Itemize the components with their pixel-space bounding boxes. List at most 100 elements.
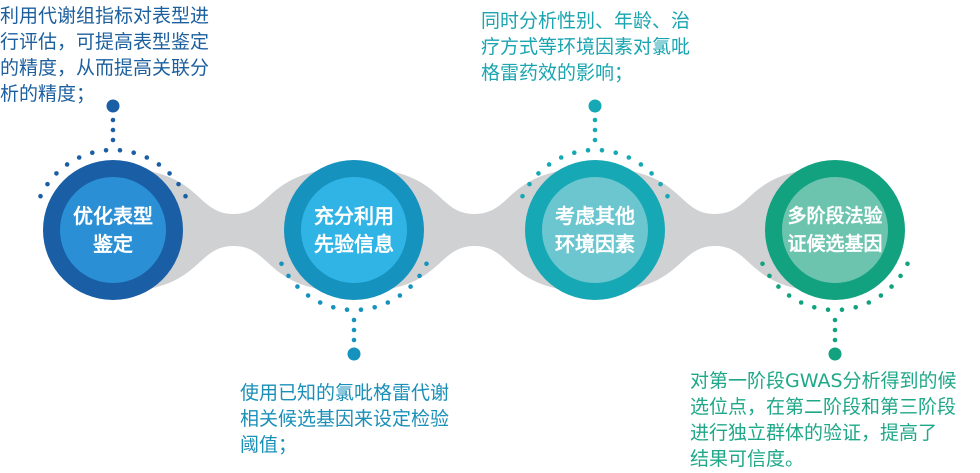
end-dot [828, 347, 842, 361]
title-line: 环境因素 [555, 232, 635, 256]
step-inner-circle [782, 177, 888, 283]
line-dot [110, 117, 116, 123]
arc-dot [64, 162, 70, 167]
title-line: 证候选基因 [787, 233, 883, 255]
line-dot [351, 327, 357, 333]
note-line: 对第一阶段GWAS分析得到的候 [690, 370, 957, 392]
line-dot [592, 137, 598, 143]
arc-dot [305, 293, 311, 298]
title-line: 先验信息 [314, 232, 394, 256]
step-inner-circle [301, 177, 407, 283]
arc-dot [558, 155, 564, 160]
title-line: 多阶段法验 [787, 205, 883, 227]
arc-dot [585, 148, 591, 153]
arc-dot [878, 293, 884, 298]
step-inner-circle [542, 177, 648, 283]
title-line: 充分利用 [314, 204, 394, 228]
line-dot [832, 317, 838, 323]
arc-dot [279, 261, 284, 267]
step-inner-circle [60, 177, 166, 283]
note-line: 的精度，从而提高关联分 [0, 57, 210, 79]
arc-dot [397, 293, 403, 298]
line-dot [592, 127, 598, 133]
arc-dot [167, 171, 172, 176]
note-line: 阈值； [240, 434, 298, 456]
step-2-title: 充分利用 先验信息 [294, 202, 414, 258]
line-dot [832, 327, 838, 333]
arc-dot [811, 304, 817, 310]
arc-dot [665, 193, 670, 199]
arc-dot [372, 304, 378, 310]
note-line: 利用代谢组指标对表型进 [0, 5, 210, 27]
end-dot [347, 347, 361, 361]
arc-dot [760, 261, 765, 267]
arc-dot [385, 300, 391, 305]
arc-dot [767, 273, 772, 279]
arc-dot [103, 148, 109, 153]
arc-dot [638, 162, 644, 167]
arc-dot [54, 171, 59, 176]
note-line: 结果可信度。 [690, 448, 805, 470]
arc-dot [866, 300, 872, 305]
arc-dot [89, 150, 95, 156]
arc-dot [408, 284, 413, 289]
arc-dot [286, 273, 291, 279]
arc-dot [45, 181, 50, 187]
arc-dot [571, 150, 577, 156]
arc-dot [786, 293, 792, 298]
line-dot [110, 137, 116, 143]
arc-dot [527, 181, 532, 187]
arc-dot [599, 148, 605, 153]
arc-dot [358, 307, 364, 312]
title-line: 鉴定 [93, 232, 133, 256]
arc-dot [176, 181, 181, 187]
note-line: 使用已知的氯吡格雷代谢 [240, 382, 450, 404]
arc-dot [898, 273, 903, 279]
note-line: 行评估，可提高表型鉴定 [0, 31, 210, 53]
arc-dot [520, 193, 525, 199]
arc-dot [613, 150, 619, 156]
line-dot [832, 337, 838, 343]
arc-dot [776, 284, 781, 289]
end-dot [106, 99, 120, 113]
note-line: 选位点，在第二阶段和第三阶段 [690, 396, 957, 418]
arc-dot [295, 284, 300, 289]
line-dot [110, 127, 116, 133]
arc-dot [798, 300, 804, 305]
title-line: 优化表型 [73, 204, 153, 228]
arc-dot [658, 181, 663, 187]
arc-dot [546, 162, 552, 167]
arc-dot [825, 307, 831, 312]
step-1-title: 优化表型 鉴定 [53, 202, 173, 258]
line-dot [592, 117, 598, 123]
arc-dot [144, 155, 150, 160]
arc-dot [76, 155, 82, 160]
arc-dot [183, 193, 188, 199]
arc-dot [417, 273, 422, 279]
arc-dot [853, 304, 859, 310]
note-line: 相关候选基因来设定检验 [240, 408, 450, 430]
arc-dot [649, 171, 654, 176]
arc-dot [156, 162, 162, 167]
arc-dot [889, 284, 894, 289]
arc-dot [344, 307, 350, 312]
note-line: 同时分析性别、年龄、治 [481, 10, 691, 32]
note-line: 进行独立群体的验证，提高了 [690, 422, 938, 444]
step-4-title: 多阶段法验 证候选基因 [775, 202, 895, 258]
note-line: 疗方式等环境因素对氯吡 [481, 36, 691, 58]
arc-dot [626, 155, 632, 160]
arc-dot [317, 300, 323, 305]
arc-dot [536, 171, 541, 176]
arc-dot [131, 150, 137, 156]
arc-dot [38, 193, 43, 199]
arc-dot [424, 261, 429, 267]
arc-dot [330, 304, 336, 310]
arc-dot [117, 148, 123, 153]
line-dot [351, 317, 357, 323]
arc-dot [905, 261, 910, 267]
step-3-title: 考虑其他 环境因素 [535, 202, 655, 258]
line-dot [351, 337, 357, 343]
end-dot [588, 99, 602, 113]
note-line: 格雷药效的影响； [481, 62, 634, 84]
